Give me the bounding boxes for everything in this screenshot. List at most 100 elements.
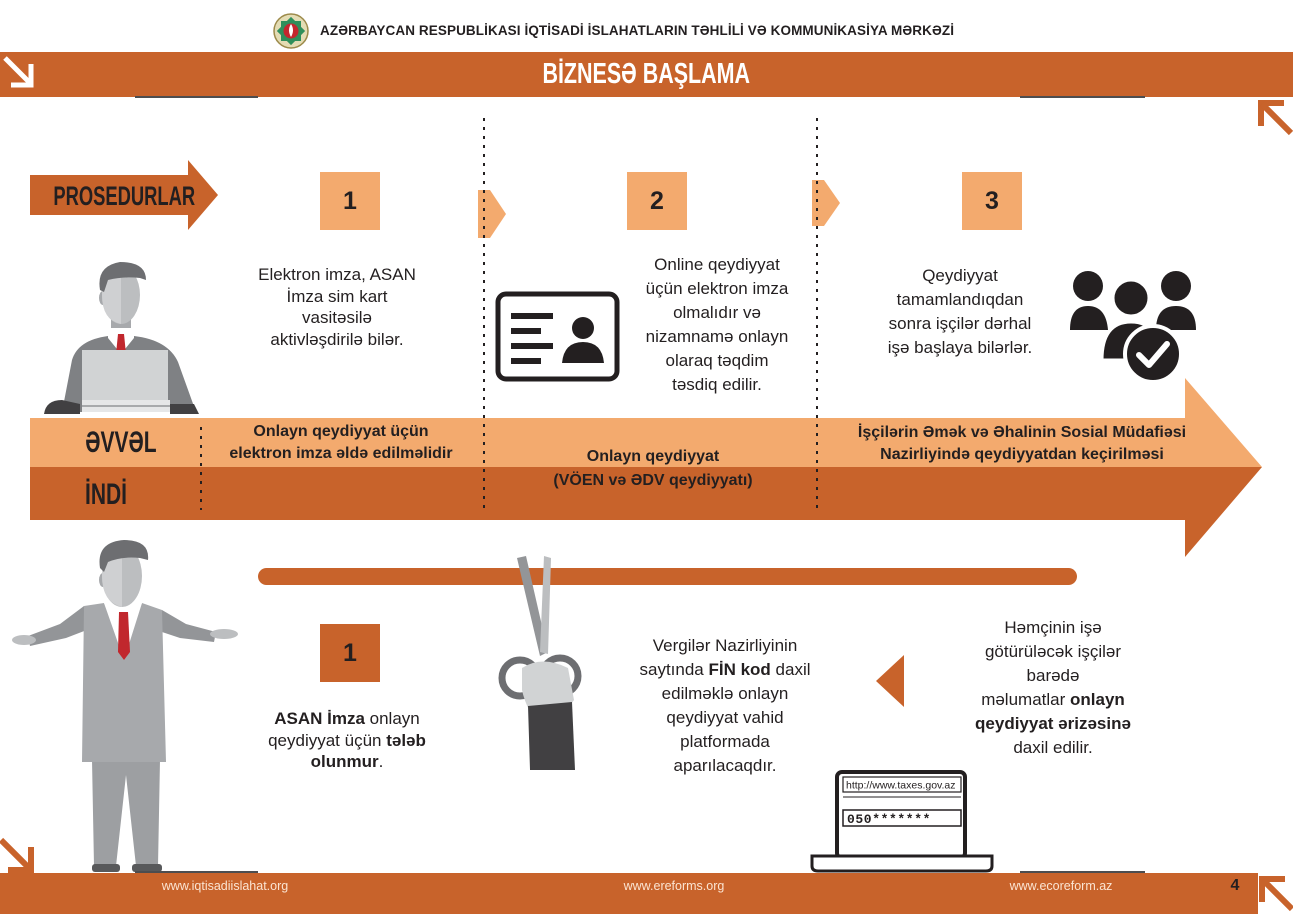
org-title: AZƏRBAYCAN RESPUBLİKASI İQTİSADİ İSLAHAT…: [320, 23, 955, 38]
dotted-separator: [816, 118, 818, 510]
procedures-label: PROSEDURLAR: [20, 179, 220, 213]
text-line: sonra işçilər dərhal: [888, 314, 1032, 333]
text-line: vasitəsilə: [302, 308, 372, 327]
text-line: qeydiyyat ərizəsinə: [943, 712, 1163, 736]
text-line: Onlayn qeydiyyat: [586, 448, 720, 465]
divider-line: [135, 871, 258, 873]
id-card-icon: [495, 291, 620, 382]
text-segment: məlumatlar: [981, 690, 1070, 709]
arrow-left-icon: [876, 655, 904, 707]
text-line: elektron imza əldə edilməlidir: [229, 445, 453, 462]
text-line: təsdiq edilir.: [672, 375, 762, 394]
text-line: platformada: [680, 732, 770, 751]
text-line: Həmçinin işə: [1004, 618, 1102, 637]
text-line: Online qeydiyyat: [654, 255, 780, 274]
dotted-separator: [200, 427, 202, 510]
dotted-separator: [483, 118, 485, 510]
bold-text: FİN kod: [708, 660, 771, 679]
page-title-text: BİZNESƏ BAŞLAMA: [542, 58, 751, 90]
team-check-icon: [1070, 271, 1196, 384]
text-line: götürüləcək işçilər: [984, 642, 1122, 661]
step-number-3: 3: [962, 172, 1022, 230]
bold-text: olunmur: [310, 752, 379, 771]
footer-link: www.ecoreform.az: [1009, 879, 1113, 893]
footer-link: www.iqtisadiislahat.org: [161, 879, 289, 893]
state-emblem-icon: [273, 13, 309, 49]
timeline-arrow-now: [30, 467, 1262, 557]
text-segment: daxil: [770, 660, 811, 679]
corner-arrow-top-right-icon: [1258, 100, 1293, 136]
timeline-stage-2: Onlayn qeydiyyat (VÖEN və ƏDV qeydiyyatı…: [503, 445, 803, 493]
text-line: qeydiyyat üçün tələb: [247, 730, 447, 752]
step-number-2: 2: [627, 172, 687, 230]
text-segment: onlayn: [364, 709, 420, 728]
now-label: İNDİ: [46, 478, 166, 512]
text-line: Qeydiyyat: [922, 266, 998, 285]
step-3-description: Qeydiyyat tamamlandıqdan sonra işçilər d…: [860, 264, 1060, 360]
scissors-icon: [498, 556, 582, 770]
text-line: Onlayn qeydiyyat üçün: [253, 423, 429, 440]
text-line: işə başlaya bilərlər.: [887, 338, 1033, 357]
divider-line: [1020, 871, 1145, 873]
laptop-url-text: http://www.taxes.gov.az: [846, 780, 956, 792]
chevron-right-icon: [812, 180, 840, 226]
text-segment: saytında: [639, 660, 709, 679]
text-line: olaraq təqdim: [665, 351, 769, 370]
laptop-code-text: 050*******: [847, 812, 931, 827]
now-column-2: Vergilər Nazirliyinin saytında FİN kod d…: [615, 634, 835, 778]
bold-text: ASAN İmza: [274, 709, 365, 728]
step-1-description: Elektron imza, ASAN İmza sim kart vasitə…: [237, 264, 437, 350]
footer-bar: [0, 873, 1258, 914]
corner-arrow-top-left-icon: [0, 52, 38, 97]
bold-text: onlayn: [1070, 690, 1125, 709]
text-line: üçün elektron imza: [645, 279, 789, 298]
bold-text: tələb: [386, 730, 426, 750]
footer-link: www.ereforms.org: [623, 879, 725, 893]
text-segment: .: [378, 752, 384, 771]
text-line: İmza sim kart: [286, 286, 388, 306]
divider-line: [135, 96, 258, 98]
text-line: daxil edilir.: [1013, 738, 1093, 757]
text-line: qeydiyyat vahid: [666, 708, 784, 727]
text-line: aktivləşdirilə bilər.: [270, 329, 404, 349]
text-line: Vergilər Nazirliyinin: [652, 636, 798, 655]
text-line: saytında FİN kod daxil: [615, 658, 835, 682]
before-label: ƏVVƏL: [61, 426, 181, 460]
step-2-description: Online qeydiyyat üçün elektron imza olma…: [617, 253, 817, 397]
text-line: (VÖEN və ƏDV qeydiyyatı): [553, 472, 753, 489]
laptop-icon: http://www.taxes.gov.az 050*******: [810, 770, 994, 873]
corner-arrow-bottom-right-icon: [1259, 876, 1293, 912]
now-column-1: ASAN İmza onlayn qeydiyyat üçün tələb ol…: [247, 708, 447, 773]
procedures-arrow: [30, 160, 218, 230]
text-line: İşçilərin Əmək və Əhalinin Sosial Müdafi…: [857, 424, 1187, 441]
page-title: BİZNESƏ BAŞLAMA: [0, 52, 1293, 97]
text-line: edilməklə onlayn: [661, 684, 789, 703]
now-column-3: Həmçinin işə götürüləcək işçilər barədə …: [943, 616, 1163, 760]
section-divider-bar: [258, 568, 1077, 585]
text-line: ASAN İmza onlayn: [247, 708, 447, 730]
bold-text: qeydiyyat ərizəsinə: [975, 714, 1131, 733]
page-number: 4: [1230, 877, 1240, 894]
text-line: tamamlandıqdan: [896, 290, 1024, 309]
shrugging-person-icon: [12, 540, 238, 872]
procedures-label-text: PROSEDURLAR: [53, 181, 196, 211]
text-line: olmalıdır və: [673, 303, 761, 322]
before-label-text: ƏVVƏL: [85, 426, 157, 459]
text-line: olunmur.: [247, 751, 447, 773]
text-line: aparılacaqdır.: [673, 756, 777, 775]
text-line: nizamnamə onlayn: [645, 327, 789, 346]
text-segment: qeydiyyat üçün: [268, 730, 387, 750]
timeline-arrow-before: [30, 378, 1262, 467]
text-line: barədə: [1026, 666, 1080, 685]
now-step-number: 1: [320, 624, 380, 682]
text-line: Nazirliyində qeydiyyatdan keçirilməsi: [880, 446, 1164, 463]
now-label-text: İNDİ: [85, 478, 127, 511]
divider-line: [1020, 96, 1145, 98]
title-banner: [38, 52, 1293, 97]
text-line: Elektron imza, ASAN: [258, 265, 416, 284]
step-number-1: 1: [320, 172, 380, 230]
person-laptop-icon: [44, 262, 199, 414]
corner-arrow-bottom-left-icon: [0, 837, 34, 873]
text-line: məlumatlar onlayn: [943, 688, 1163, 712]
